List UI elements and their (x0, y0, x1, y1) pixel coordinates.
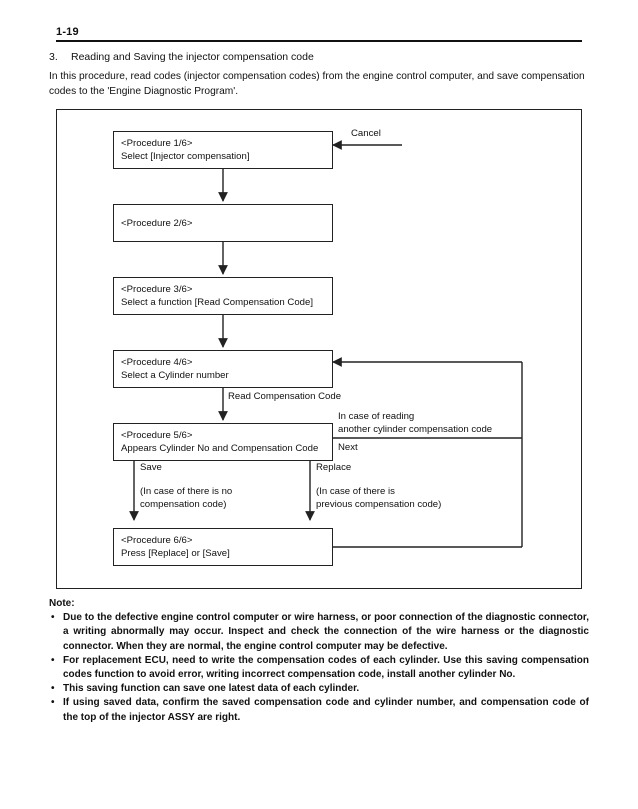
edge-label-save: Save (140, 462, 162, 473)
flow-node-procedure-5[interactable]: <Procedure 5/6> Appears Cylinder No and … (113, 423, 333, 461)
flow-node-title: <Procedure 5/6> (121, 430, 193, 441)
page-number: 1-19 (56, 26, 79, 38)
note-item-text: For replacement ECU, need to write the c… (63, 654, 589, 681)
header-rule (56, 40, 582, 42)
bullet-glyph: • (51, 654, 55, 666)
flow-node-title: <Procedure 1/6> (121, 138, 193, 149)
note-title: Note: (49, 598, 75, 609)
flow-node-body: Press [Replace] or [Save] (121, 548, 230, 560)
section-number: 3. (49, 51, 58, 63)
intro-paragraph: In this procedure, read codes (injector … (49, 71, 585, 97)
edge-label-in-case-of-reading-line1: In case of reading (338, 411, 415, 422)
flow-node-body: Select a Cylinder number (121, 370, 229, 382)
note-item-text: If using saved data, confirm the saved c… (63, 697, 589, 723)
flow-node-procedure-2[interactable]: <Procedure 2/6> (113, 204, 333, 242)
flow-node-title: <Procedure 2/6> (121, 218, 193, 229)
edge-label-replace-note-line1: (In case of there is (316, 486, 395, 497)
note-item: • This saving function can save one late… (49, 682, 589, 696)
page-header: 1-19 (56, 26, 582, 42)
flow-node-procedure-4[interactable]: <Procedure 4/6> Select a Cylinder number (113, 350, 333, 388)
flow-node-title: <Procedure 4/6> (121, 357, 193, 368)
edge-label-next: Next (338, 442, 358, 453)
flow-node-procedure-1[interactable]: <Procedure 1/6> Select [Injector compens… (113, 131, 333, 169)
bullet-glyph: • (51, 697, 55, 709)
note-item-text: Due to the defective engine control comp… (63, 612, 589, 652)
flow-node-body: Select a function [Read Compensation Cod… (121, 297, 313, 309)
bullet-glyph: • (51, 683, 55, 695)
edge-label-in-case-of-reading-line2: another cylinder compensation code (338, 424, 493, 435)
edge-label-replace-note-line2: previous compensation code) (316, 499, 442, 510)
note-item: • Due to the defective engine control co… (49, 611, 589, 654)
flow-node-body: Select [Injector compensation] (121, 151, 250, 163)
note-item: • If using saved data, confirm the saved… (49, 696, 589, 724)
section-heading: 3. Reading and Saving the injector compen… (49, 50, 589, 64)
note-item-text: This saving function can save one latest… (63, 683, 360, 695)
edge-label-cancel: Cancel (351, 128, 381, 139)
flowchart-frame: <Procedure 1/6> Select [Injector compens… (56, 109, 582, 589)
edge-label-read-compensation-code: Read Compensation Code (228, 391, 342, 402)
flow-node-title: <Procedure 3/6> (121, 284, 193, 295)
note-block: Note: • Due to the defective engine cont… (49, 597, 589, 725)
bullet-glyph: • (51, 612, 55, 624)
edge-label-replace: Replace (316, 462, 352, 473)
section-title: Reading and Saving the injector compensa… (71, 51, 314, 63)
edge-label-save-note-line1: (In case of there is no (140, 486, 233, 497)
edge-label-save-note-line2: compensation code) (140, 499, 227, 510)
flow-node-title: <Procedure 6/6> (121, 535, 193, 546)
flow-node-procedure-6[interactable]: <Procedure 6/6> Press [Replace] or [Save… (113, 528, 333, 566)
note-item: • For replacement ECU, need to write the… (49, 654, 589, 682)
flow-node-procedure-3[interactable]: <Procedure 3/6> Select a function [Read … (113, 277, 333, 315)
flow-node-body: Appears Cylinder No and Compensation Cod… (121, 443, 319, 455)
